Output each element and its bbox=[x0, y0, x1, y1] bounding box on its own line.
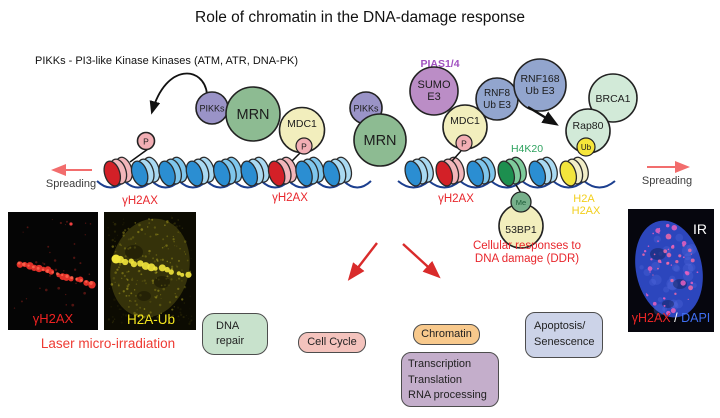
ddr-label-line1: Cellular responses to bbox=[473, 240, 581, 252]
transcription-line2: Translation bbox=[408, 373, 463, 386]
rnf8-node: RNF8 Ub E3 bbox=[475, 77, 519, 121]
ir-corner-label: IR bbox=[693, 221, 707, 237]
mrn-label: MRN bbox=[363, 133, 396, 149]
nucleosome-blue2 bbox=[292, 154, 328, 189]
outcome-box-cell-cycle: Cell Cycle bbox=[298, 332, 366, 353]
laser-caption: Laser micro-irradiation bbox=[40, 336, 176, 351]
ddr-arrow-right bbox=[402, 243, 441, 279]
apoptosis-line2: Senescence bbox=[534, 336, 595, 348]
micrograph-gh2ax: γH2AX bbox=[8, 212, 98, 330]
dapi-part: DAPI bbox=[681, 311, 710, 325]
gh2ax-label-3: γH2AX bbox=[438, 193, 474, 205]
h2a-label: H2A bbox=[573, 193, 595, 205]
sumo-e3-node: SUMO E3 bbox=[409, 66, 459, 116]
nucleosome-chain-right bbox=[397, 154, 616, 189]
mrn-node-2: MRN bbox=[353, 113, 407, 167]
ub-label: Ub bbox=[581, 143, 592, 152]
53bp1-label: 53BP1 bbox=[505, 224, 537, 236]
pikks-label: PIKKs bbox=[199, 104, 225, 114]
ddr-arrow-left bbox=[347, 242, 378, 281]
dna-repair-line2: repair bbox=[216, 335, 245, 347]
mdc1-node-1: MDC1 P bbox=[278, 106, 326, 155]
micrograph-h2a-ub-label: H2A-Ub bbox=[127, 312, 175, 327]
gh2ax-dapi-label: γH2AX / DAPI bbox=[632, 311, 711, 325]
mdc1-label: MDC1 bbox=[287, 118, 317, 130]
ddr-label-line2: DNA damage (DDR) bbox=[475, 253, 579, 265]
rnf8-label-1: RNF8 bbox=[484, 88, 511, 99]
p-connector-line bbox=[129, 148, 149, 163]
mrn-node-1: MRN bbox=[225, 86, 281, 142]
phospho-label: P bbox=[143, 137, 149, 147]
mdc1-node-2: MDC1 P bbox=[442, 104, 488, 152]
outcome-box-apoptosis: Apoptosis/ Senescence bbox=[525, 312, 603, 358]
brca1-label: BRCA1 bbox=[595, 93, 630, 105]
brca1-node: BRCA1 bbox=[588, 73, 638, 123]
nucleosome-blue bbox=[182, 154, 219, 189]
rap80-node: Rap80 Ub bbox=[565, 108, 611, 157]
53bp1-node: 53BP1 Me bbox=[498, 191, 544, 249]
micrograph-ir: IR γH2AX / DAPI bbox=[628, 209, 714, 332]
page-title: Role of chromatin in the DNA-damage resp… bbox=[195, 9, 525, 26]
separator-part: / bbox=[674, 311, 678, 325]
rnf168-label-1: RNF168 bbox=[520, 73, 559, 85]
pikks-node-1: PIKKs bbox=[195, 91, 229, 125]
mdc1-2-p-connector-line bbox=[451, 150, 462, 162]
nucleosome-blue2 bbox=[210, 154, 246, 189]
outcome-box-transcription: Transcription Translation RNA processing bbox=[401, 352, 499, 407]
rnf8-label-2: Ub E3 bbox=[483, 100, 511, 111]
gh2ax-part: γH2AX bbox=[632, 311, 672, 325]
mdc1-p-connector-line bbox=[291, 152, 301, 162]
dna-repair-line1: DNA bbox=[216, 320, 240, 332]
nucleosome-blue bbox=[237, 154, 273, 189]
sumo-label-2: E3 bbox=[427, 91, 440, 103]
transcription-line1: Transcription bbox=[408, 358, 472, 370]
micrograph-h2a-ub: H2A-Ub bbox=[104, 212, 196, 330]
h2ax-label: H2AX bbox=[572, 205, 601, 217]
pikks-recruitment-arrow bbox=[149, 72, 208, 115]
rnf168-node: RNF168 Ub E3 bbox=[513, 58, 567, 112]
rap80-label: Rap80 bbox=[573, 120, 604, 132]
spreading-label-right: Spreading bbox=[642, 175, 692, 187]
outcome-box-dna-repair: DNA repair bbox=[202, 313, 268, 355]
nucleosome-red bbox=[100, 154, 136, 189]
dna-strand bbox=[397, 179, 616, 189]
sumo-label-1: SUMO bbox=[418, 79, 451, 91]
mdc1-label: MDC1 bbox=[450, 115, 480, 127]
phospho-label: P bbox=[461, 139, 467, 149]
me-label: Me bbox=[516, 198, 526, 207]
phospho-node: P bbox=[136, 131, 156, 151]
rnf168-to-rap80-arrow bbox=[527, 106, 559, 126]
mrn-label: MRN bbox=[236, 107, 269, 123]
nucleosome-red bbox=[264, 154, 301, 189]
gh2ax-label-2: γH2AX bbox=[272, 192, 308, 204]
nucleosome-chain-left bbox=[96, 154, 372, 189]
outcome-box-chromatin: Chromatin bbox=[413, 324, 480, 345]
pikks-label: PIKKs bbox=[353, 104, 379, 114]
micrograph-gh2ax-label: γH2AX bbox=[33, 311, 74, 326]
phospho-label: P bbox=[301, 142, 307, 152]
spreading-label-left: Spreading bbox=[46, 178, 96, 190]
nucleosome-blue2 bbox=[155, 154, 191, 189]
pikks-definition-note: PIKKs - PI3-like Kinase Kinases (ATM, AT… bbox=[35, 55, 299, 67]
transcription-line3: RNA processing bbox=[408, 389, 487, 401]
h4k20-label: H4K20 bbox=[511, 143, 543, 155]
rnf168-label-2: Ub E3 bbox=[525, 85, 554, 97]
gh2ax-label-1: γH2AX bbox=[122, 195, 158, 207]
apoptosis-line1: Apoptosis/ bbox=[534, 320, 586, 332]
nucleosome-blue bbox=[319, 154, 356, 189]
